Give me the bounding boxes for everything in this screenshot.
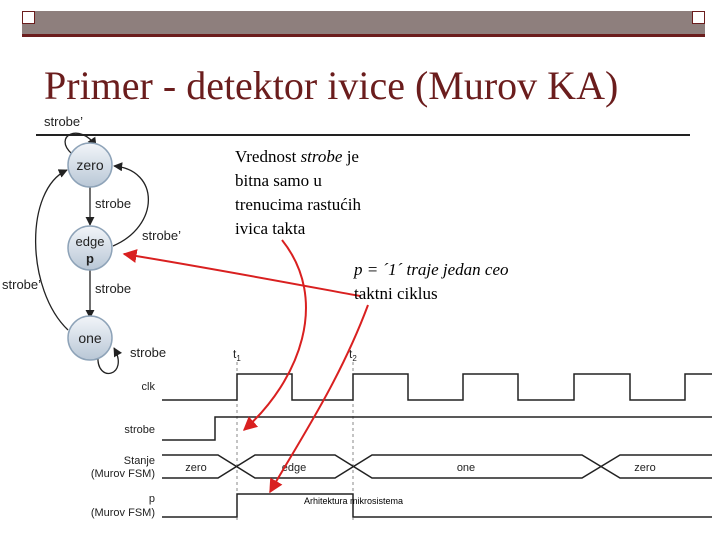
signal-name-p-2: (Murov FSM) [91, 507, 155, 519]
transition-edge-to-zero [112, 162, 149, 247]
state-value-3: one [457, 462, 475, 474]
note-p-duration-line2: taktni ciklus [354, 284, 438, 303]
title-rule [36, 134, 690, 136]
corner-square-right [692, 11, 705, 24]
note-strobe-edge-line2: bitna samo u [235, 171, 322, 190]
transition-zero-self [64, 132, 97, 155]
state-edge-output: p [86, 251, 94, 266]
note-strobe-edge: Vrednost strobe je bitna samo u trenucim… [235, 145, 361, 241]
label-one-to-zero: strobe’ [2, 277, 41, 292]
strobe-waveform [162, 416, 712, 441]
slide-title: Primer - detektor ivice (Murov KA) [44, 63, 619, 108]
signal-name-state-2: (Murov FSM) [91, 468, 155, 480]
clk-waveform [162, 373, 712, 401]
note-strobe-edge-line3: trenucima rastućih [235, 195, 362, 214]
p-waveform [162, 493, 712, 518]
state-value-1: zero [185, 462, 206, 474]
note-strobe-edge-line1-em: strobe [300, 147, 343, 166]
note-p-duration-line1: p = ´1´ traje jedan ceo [354, 260, 509, 279]
signal-name-state-1: Stanje [124, 455, 155, 467]
label-zero-self: strobe’ [44, 114, 83, 129]
label-edge-to-one: strobe [95, 281, 131, 296]
note-strobe-edge-line1-post: je [342, 147, 359, 166]
state-zero-node [67, 142, 113, 188]
signal-name-clk: clk [142, 381, 156, 393]
state-bus-waveform [162, 454, 712, 479]
transition-one-to-zero [35, 169, 69, 331]
pointer-arrow-note2-to-p [269, 304, 369, 494]
state-one-label: one [78, 330, 102, 346]
title-bar-decoration [22, 11, 705, 37]
pointer-arrow-note1-to-strobe [242, 239, 307, 431]
signal-name-strobe: strobe [124, 424, 155, 436]
transition-one-self [97, 347, 123, 374]
time-marker-t1: t1 [233, 347, 241, 363]
note-p-duration: p = ´1´ traje jedan ceo taktni ciklus [354, 258, 509, 306]
label-one-self: strobe [130, 345, 166, 360]
state-edge-label: edge [76, 234, 105, 249]
note-strobe-edge-line1-pre: Vrednost [235, 147, 301, 166]
label-zero-to-edge: strobe [95, 196, 131, 211]
state-zero-label: zero [76, 157, 103, 173]
state-one-node [67, 315, 113, 361]
footer-text: Arhitektura mikrosistema [304, 496, 404, 506]
state-value-4: zero [634, 462, 655, 474]
label-edge-to-zero: strobe’ [142, 228, 181, 243]
state-value-2: edge [282, 462, 306, 474]
note-strobe-edge-line4: ivica takta [235, 219, 306, 238]
note-strobe-edge-line1: Vrednost strobe je [235, 145, 361, 169]
corner-square-left [22, 11, 35, 24]
pointer-arrow-note1-to-edge-output [122, 249, 361, 297]
time-marker-t2: t2 [349, 347, 357, 363]
signal-name-p-1: p [149, 493, 155, 505]
state-edge-node [67, 225, 113, 271]
